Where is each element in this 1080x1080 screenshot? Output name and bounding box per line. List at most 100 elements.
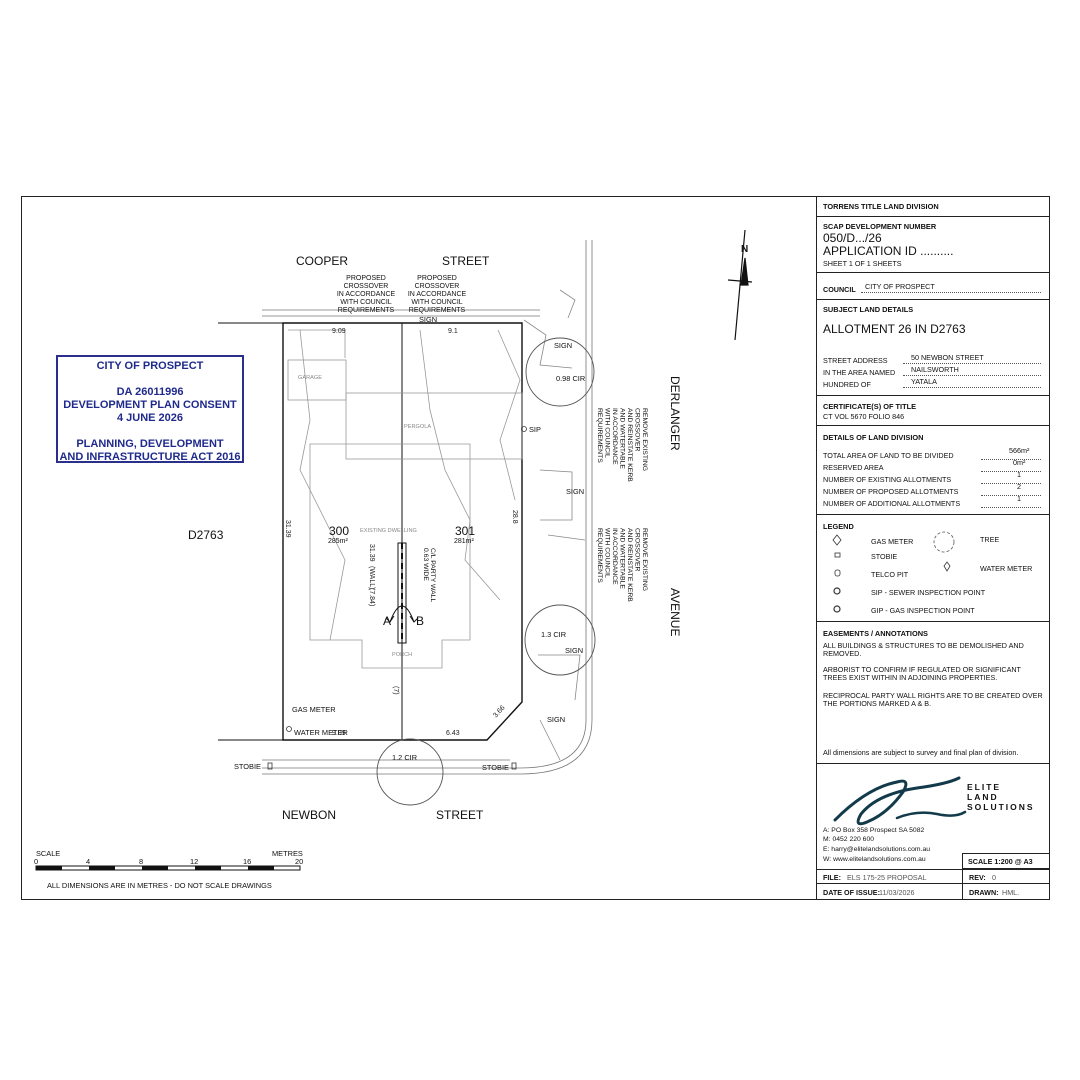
stobie-label: STOBIE [234, 762, 261, 771]
stobie-label: STOBIE [482, 763, 509, 772]
trees [376, 337, 596, 806]
lot-300-number: 300 [329, 524, 349, 538]
certificate-heading: CERTIFICATE(S) OF TITLE [823, 402, 917, 411]
dim-corner: 3.66 [492, 704, 506, 719]
stobie-icon [511, 762, 517, 770]
crossover-1-line: REQUIREMENTS [338, 307, 395, 314]
gas-meter-icon [832, 534, 842, 546]
stamp-line: AND INFRASTRUCTURE ACT 2016 [59, 451, 241, 463]
file-value: ELS 175-25 PROPOSAL [847, 873, 927, 882]
council-label: COUNCIL [823, 285, 856, 294]
party-wall-width: 0.63 WIDE [422, 548, 429, 581]
road-kerbs [262, 240, 593, 775]
hundred-label: HUNDRED OF [823, 380, 871, 389]
crossover-1-line: IN ACCORDANCE [337, 291, 396, 298]
sign-label: SIGN [547, 715, 565, 724]
sign-label: SIGN [554, 341, 572, 350]
remove-crossover-line: IN ACCORDANCE [611, 528, 618, 585]
title-heading: TORRENS TITLE LAND DIVISION [823, 202, 939, 211]
stamp-line: DA 26011996 [116, 386, 184, 398]
crossover-2-line: CROSSOVER [415, 283, 460, 290]
division-row-value: 566m² [1009, 446, 1030, 455]
parcel-boundary [282, 322, 523, 741]
tree-icon [376, 738, 444, 806]
division-heading: DETAILS OF LAND DIVISION [823, 433, 924, 442]
crossover-2-line: REQUIREMENTS [409, 307, 466, 314]
dim-bottom-right: 6.43 [446, 730, 460, 737]
gip-icon [833, 605, 841, 613]
scale-tick: 20 [295, 857, 303, 866]
tree-icon [933, 531, 955, 553]
stobie-icon [267, 762, 273, 770]
legend-gip: GIP - GAS INSPECTION POINT [871, 606, 975, 615]
division-row-value: 1 [1017, 494, 1021, 503]
scale-tick: 12 [190, 857, 198, 866]
file-label: FILE: [823, 873, 841, 882]
contact-email: E: harry@elitelandsolutions.com.au [823, 846, 931, 853]
legend-telco-pit: TELCO PIT [871, 570, 909, 579]
remove-crossover-line: REMOVE EXISTING [641, 528, 648, 591]
lot-301-number: 301 [455, 524, 475, 538]
tree-2-label: 1.3 CIR [541, 630, 566, 639]
remove-crossover-notes-1: REMOVE EXISTING CROSSOVER AND REINSTATE … [596, 408, 648, 482]
street-cooper: COOPER [296, 254, 348, 268]
street-cooper-street: STREET [442, 254, 490, 268]
company-name: SOLUTIONS [967, 802, 1035, 812]
party-wall-label: C/L PARTY WALL [429, 548, 436, 602]
structure-labels: GARAGE PERGOLA EXISTING DWELLING PORCH [298, 375, 431, 658]
annotation-note: ALL BUILDINGS & STRUCTURES TO BE DEMOLIS… [823, 641, 1024, 659]
site-plan: COOPER STREET NEWBON STREET DERLANGER AV… [34, 229, 753, 890]
annotation-note: RECIPROCAL PARTY WALL RIGHTS ARE TO BE C… [823, 691, 1043, 709]
remove-crossover-line: CROSSOVER [634, 528, 641, 572]
sip-label: SIP [529, 425, 541, 434]
crossover-2-line: WITH COUNCIL [411, 299, 462, 306]
company-logo [833, 776, 967, 826]
title-row: TORRENS TITLE LAND DIVISION [817, 196, 1050, 217]
remove-crossover-line: AND REINSTATE KERB [626, 408, 633, 482]
street-derlanger: DERLANGER [668, 376, 682, 451]
scale-tick: 0 [34, 857, 38, 866]
existing-structures [287, 329, 523, 669]
stobie-icon [834, 552, 841, 558]
scale-tick: 8 [139, 857, 143, 866]
street-address-value: 50 NEWBON STREET [911, 353, 984, 362]
scale-tick: 16 [243, 857, 251, 866]
street-labels: COOPER STREET NEWBON STREET DERLANGER AV… [188, 244, 748, 822]
tree-1-label: 0.98 CIR [556, 374, 585, 383]
scale-note: ALL DIMENSIONS ARE IN METRES - DO NOT SC… [47, 881, 272, 890]
lot-301-area: 281m² [454, 538, 475, 545]
subject-land-row: SUBJECT LAND DETAILS ALLOTMENT 26 IN D27… [817, 300, 1050, 396]
legend-stobie: STOBIE [871, 552, 898, 561]
party-wall-a: A [383, 614, 391, 628]
crossover-2-line: PROPOSED [417, 275, 457, 282]
division-row-label: NUMBER OF PROPOSED ALLOTMENTS [823, 487, 959, 496]
dim-wall: (WALL) [368, 566, 375, 589]
scale-value: SCALE 1:200 @ A3 [968, 857, 1033, 866]
dimensions-note: All dimensions are subject to survey and… [823, 748, 1019, 757]
drawn-label: DRAWN: [969, 888, 999, 897]
party-wall-labels: C/L PARTY WALL 0.63 WIDE [422, 548, 436, 602]
stamp-line: CITY OF PROSPECT [96, 360, 204, 372]
remove-crossover-line: CROSSOVER [634, 408, 641, 452]
application-id: APPLICATION ID .......... [823, 244, 954, 258]
street-newbon-street: STREET [436, 808, 484, 822]
scap-heading: SCAP DEVELOPMENT NUMBER [823, 222, 937, 231]
crossover-1-line: WITH COUNCIL [340, 299, 391, 306]
lot-labels: 300 285m² 301 281m² A B [328, 524, 475, 628]
annotation-note: ARBORIST TO CONFIRM IF REGULATED OR SIGN… [823, 665, 1021, 683]
remove-crossover-line: REMOVE EXISTING [641, 408, 648, 471]
contact-mobile: M: 0452 220 600 [823, 836, 875, 843]
stamp-line: PLANNING, DEVELOPMENT [76, 438, 224, 450]
division-row-value: 2 [1017, 482, 1021, 491]
sign-label: SIGN [419, 315, 437, 324]
tree-icon [525, 337, 595, 407]
dim-seven: (7) [392, 686, 399, 695]
sip-icon [833, 587, 841, 595]
remove-crossover-line: AND WATERTABLE [619, 408, 626, 469]
scale-units: METRES [272, 849, 303, 858]
street-avenue: AVENUE [668, 588, 682, 636]
legend-gas-meter: GAS METER [871, 537, 914, 546]
date-value: 11/03/2026 [879, 888, 915, 897]
company-name: LAND [967, 792, 999, 802]
contact-web: W: www.elitelandsolutions.com.au [823, 856, 926, 863]
